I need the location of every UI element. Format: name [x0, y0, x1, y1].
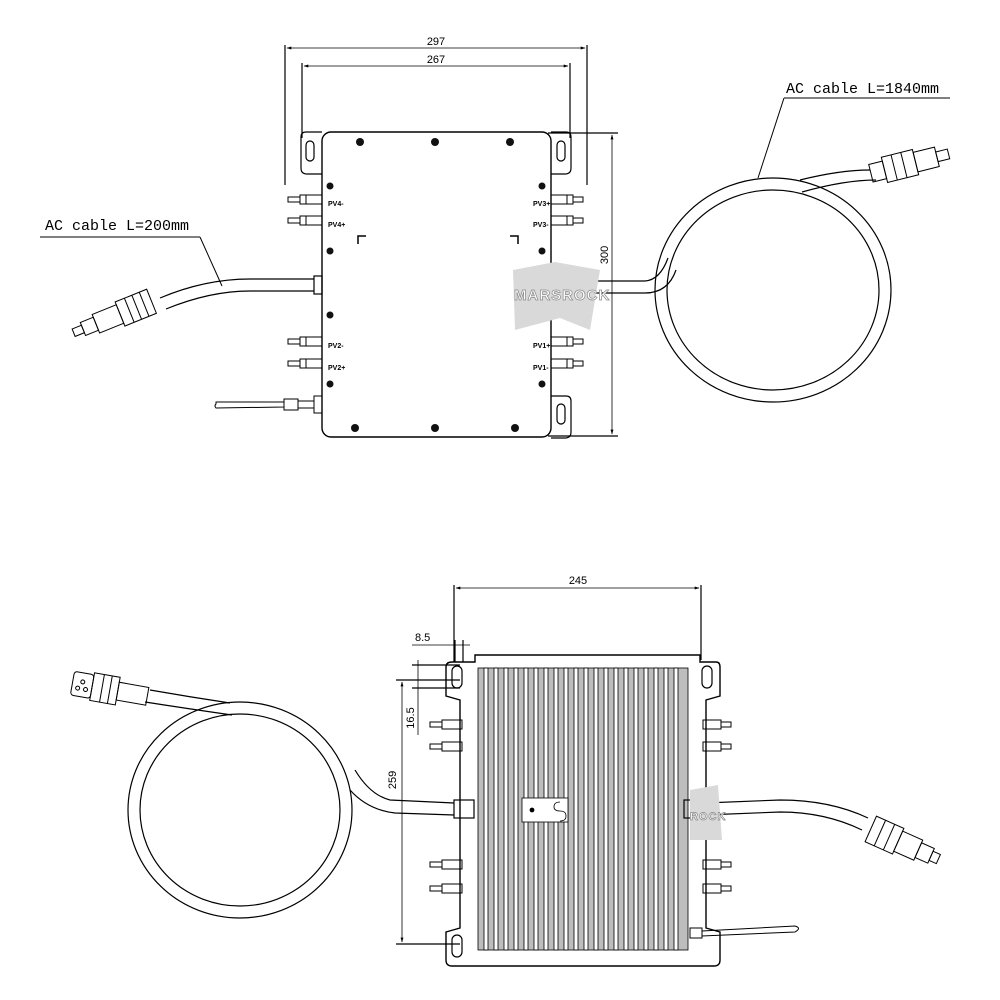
ac-cable-right-top [550, 169, 892, 403]
dim-16-5: 16.5 [405, 660, 460, 735]
dim-label-259: 259 [387, 771, 399, 789]
watermark-text-bottom: ROCK [690, 811, 726, 823]
watermark-logo: ROCK [690, 785, 726, 840]
dim-label-245: 245 [569, 575, 587, 587]
dim-259: 259 [387, 679, 460, 945]
dim-245: 245 [453, 575, 702, 662]
watermark-logo: MARSROCK [513, 262, 610, 330]
heatsink-fins [477, 667, 689, 951]
dim-label-8-5: 8.5 [415, 632, 430, 644]
antenna-icon [689, 925, 799, 939]
bottom-view: 245 8.5 16.5 259 [70, 575, 942, 967]
top-view: 297 267 300 [40, 36, 951, 439]
dim-8-5: 8.5 [412, 632, 470, 662]
dim-label-267: 267 [427, 54, 445, 66]
antenna-icon [214, 395, 323, 414]
dim-label-16-5: 16.5 [405, 707, 417, 728]
dim-267: 267 [301, 54, 571, 138]
pv-connector-icon [429, 719, 463, 894]
label-ac-cable-1840: AC cable L=1840mm [786, 81, 939, 98]
dim-label-297: 297 [427, 36, 445, 48]
watermark-text: MARSROCK [514, 287, 610, 304]
ac-connector-icon [71, 288, 158, 338]
pv-label-right-2: PV3- [533, 222, 549, 229]
ac-cable-left-top [159, 275, 323, 310]
pv-connector-icon [287, 194, 323, 369]
pv-connector-icon [550, 194, 584, 369]
pv-label-right-4: PV1- [533, 365, 549, 372]
pv-label-left-3: PV2- [328, 343, 344, 350]
pv-label-right-1: PV3+ [533, 201, 550, 208]
pv-label-right-3: PV1+ [533, 343, 550, 350]
mounting-screw-icon [326, 138, 546, 432]
mounting-tabs-top [300, 131, 572, 439]
ac-connector-icon [70, 671, 150, 706]
ac-connector-icon [868, 146, 951, 184]
dim-300: 300 [548, 132, 618, 437]
pv-label-left-1: PV4- [328, 201, 344, 208]
dim-label-300: 300 [599, 246, 611, 264]
ac-cable-left-bottom [127, 689, 475, 919]
pv-label-left-4: PV2+ [328, 365, 345, 372]
pv-label-left-2: PV4+ [328, 222, 345, 229]
dim-297: 297 [284, 36, 588, 185]
label-ac-cable-200: AC cable L=200mm [45, 218, 189, 235]
ac-connector-icon [864, 815, 942, 865]
pv-connector-icon [702, 719, 732, 894]
inverter-body-bottom [445, 654, 721, 967]
